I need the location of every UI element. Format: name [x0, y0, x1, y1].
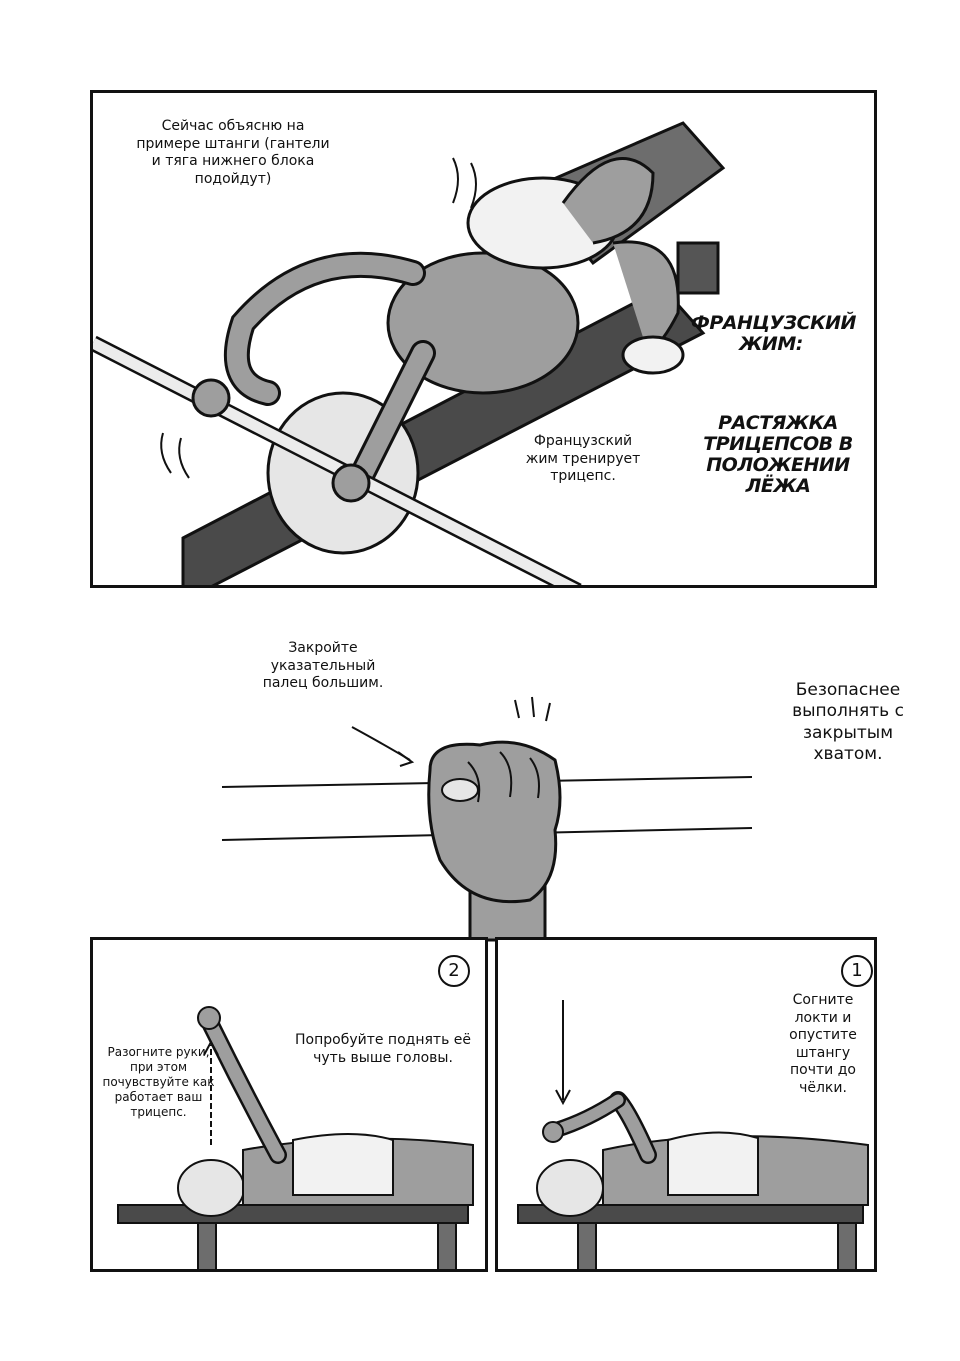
thumb: [441, 778, 479, 802]
bent-elbows-illustration: [517, 1000, 869, 1269]
bench-leg-left: [577, 1222, 597, 1269]
bench-leg: [676, 241, 720, 295]
arm-left: [223, 251, 426, 406]
bar-line-bottom: [221, 827, 753, 841]
bench-leg-right: [437, 1222, 457, 1269]
panel-french-press-intro: Сейчас объясню на примере штанги (гантел…: [90, 90, 877, 588]
bench-leg-left: [197, 1222, 217, 1269]
shirt: [292, 1133, 394, 1196]
pointer-arrow: [351, 726, 411, 761]
bend-elbows-caption: Согните локти и опустите штангу почти до…: [789, 992, 857, 1096]
panel-step-2: 2 Разогните руки, при этом почувствуйте …: [90, 937, 488, 1272]
safe-grip-caption: Безопаснее выполнять с закрытым хватом.: [792, 680, 904, 764]
finger-lines: [467, 751, 540, 803]
bench: [117, 1204, 469, 1224]
bench-press-illustration: [93, 121, 726, 585]
up-arrowhead: [203, 1039, 219, 1056]
intro-caption: Сейчас объясню на примере штанги (гантел…: [136, 118, 330, 187]
arm-fill: [204, 1018, 285, 1162]
fist: [542, 1121, 564, 1143]
extended-arms-illustration: [117, 1006, 474, 1269]
shoe: [621, 335, 685, 375]
step-number-1: 1: [841, 955, 873, 987]
pointer-arrowhead: [397, 751, 415, 767]
torso: [386, 251, 580, 395]
raise-caption: Попробуйте поднять её чуть выше головы.: [295, 1032, 471, 1066]
extend-arms-caption: Разогните руки, при этом почувствуйте ка…: [102, 1045, 215, 1119]
thumb-caption: Закройте указательный палец большим.: [262, 640, 384, 691]
motion-marks-grip: [514, 696, 551, 722]
panel-step-1: 1 Согните локти и опустите штангу почти …: [495, 937, 877, 1272]
bar-line-top: [221, 776, 753, 788]
wrist: [468, 848, 547, 942]
arm-right-fill: [348, 343, 433, 493]
motion-marks-right: [452, 157, 477, 209]
down-arrowhead: [555, 1089, 571, 1106]
head: [536, 1159, 604, 1217]
barbell: [93, 338, 579, 585]
step-number-2: 2: [438, 955, 470, 987]
leg-left: [561, 157, 655, 245]
motion-marks-left: [160, 432, 190, 479]
trains-triceps-caption: Французский жим тренирует трицепс.: [525, 433, 641, 484]
bench-leg-right: [837, 1222, 857, 1269]
hand-left: [191, 378, 231, 418]
shirt: [667, 1131, 759, 1196]
fist: [197, 1006, 221, 1030]
head: [177, 1159, 245, 1217]
arm-left-fill: [226, 254, 423, 403]
page-subtitle: РАСТЯЖКА ТРИЦЕПСОВ В ПОЛОЖЕНИИ ЛЁЖА: [703, 412, 853, 497]
fist: [427, 740, 562, 904]
page-title: ФРАНЦУЗСКИЙ ЖИМ:: [691, 312, 856, 355]
hand-right: [331, 463, 371, 503]
